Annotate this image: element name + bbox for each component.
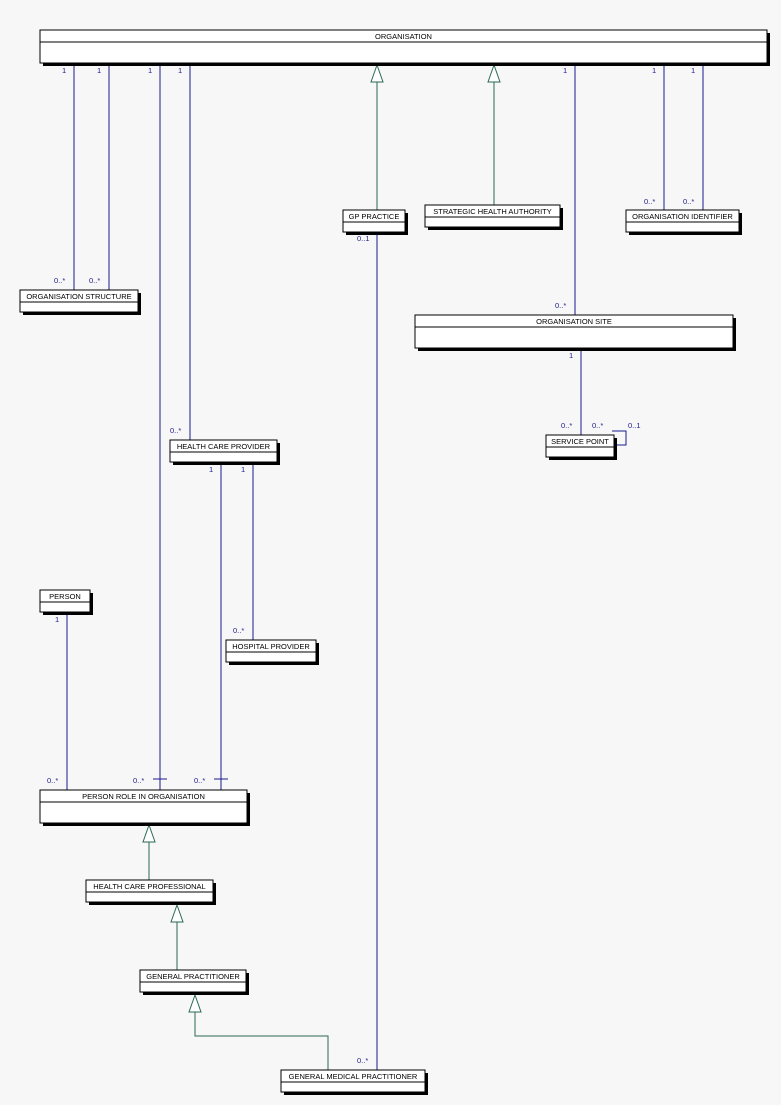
mult-prio-org-many: 0..*	[133, 776, 144, 785]
generalisations	[142, 63, 501, 1070]
mult-org-ident-a-one: 1	[652, 66, 656, 75]
gen-gmp-line	[194, 1012, 329, 1070]
gen-general-practitioner-arrow	[170, 903, 184, 923]
assoc-service-point-self	[612, 430, 627, 446]
class-person-role-in-organisation-name: PERSON ROLE IN ORGANISATION	[82, 792, 205, 801]
class-organisation-name: ORGANISATION	[375, 32, 432, 41]
mult-org-struct-a-one: 1	[62, 66, 66, 75]
class-organisation[interactable]: ORGANISATION	[39, 29, 770, 66]
mult-org-hcp-one: 1	[178, 66, 182, 75]
class-strategic-health-authority[interactable]: STRATEGIC HEALTH AUTHORITY	[424, 204, 563, 230]
class-organisation-structure-name: ORGANISATION STRUCTURE	[26, 292, 131, 301]
mult-org-ident-a-many: 0..*	[644, 197, 655, 206]
class-person-name: PERSON	[49, 592, 81, 601]
class-organisation-identifier-name: ORGANISATION IDENTIFIER	[632, 212, 733, 221]
gen-hc-professional-arrow	[142, 823, 156, 843]
class-person-role-in-organisation[interactable]: PERSON ROLE IN ORGANISATION	[39, 789, 250, 826]
mult-org-struct-b-one: 1	[97, 66, 101, 75]
mult-person-one: 1	[55, 615, 59, 624]
mult-gp-practice-opt: 0..1	[357, 234, 370, 243]
mult-site-sp-many: 0..*	[561, 421, 572, 430]
mult-org-struct-b-many: 0..*	[89, 276, 100, 285]
class-hospital-provider[interactable]: HOSPITAL PROVIDER	[225, 639, 319, 665]
class-health-care-provider-name: HEALTH CARE PROVIDER	[177, 442, 271, 451]
mult-sp-self-opt: 0..1	[628, 421, 641, 430]
gen-sha-arrow	[487, 63, 501, 83]
gen-gp-practice-arrow	[370, 63, 384, 83]
class-organisation-identifier[interactable]: ORGANISATION IDENTIFIER	[625, 209, 742, 235]
gen-gmp-arrow	[188, 993, 202, 1013]
class-gp-practice[interactable]: GP PRACTICE	[342, 209, 408, 235]
mult-gmp-many: 0..*	[357, 1056, 368, 1065]
mult-org-prio-one: 1	[148, 66, 152, 75]
mult-org-ident-b-one: 1	[691, 66, 695, 75]
mult-hcp-prio-one: 1	[209, 465, 213, 474]
mult-prio-person-many: 0..*	[47, 776, 58, 785]
mult-org-site-many: 0..*	[555, 301, 566, 310]
mult-hosp-many: 0..*	[233, 626, 244, 635]
mult-prio-hcp-many: 0..*	[194, 776, 205, 785]
class-general-practitioner[interactable]: GENERAL PRACTITIONER	[139, 969, 249, 995]
associations	[66, 64, 704, 1070]
mult-org-site-one: 1	[563, 66, 567, 75]
class-general-medical-practitioner-name: GENERAL MEDICAL PRACTITIONER	[289, 1072, 418, 1081]
mult-sp-self-many: 0..*	[592, 421, 603, 430]
class-gp-practice-name: GP PRACTICE	[349, 212, 400, 221]
class-organisation-structure[interactable]: ORGANISATION STRUCTURE	[19, 289, 141, 315]
class-health-care-provider[interactable]: HEALTH CARE PROVIDER	[169, 439, 280, 465]
class-service-point[interactable]: SERVICE POINT	[545, 434, 617, 460]
class-general-practitioner-name: GENERAL PRACTITIONER	[146, 972, 240, 981]
class-health-care-professional-name: HEALTH CARE PROFESSIONAL	[93, 882, 205, 891]
class-person[interactable]: PERSON	[39, 589, 93, 615]
class-organisation-site[interactable]: ORGANISATION SITE	[414, 314, 736, 351]
class-strategic-health-authority-name: STRATEGIC HEALTH AUTHORITY	[433, 207, 551, 216]
class-hospital-provider-name: HOSPITAL PROVIDER	[232, 642, 310, 651]
mult-site-sp-one: 1	[569, 351, 573, 360]
class-health-care-professional[interactable]: HEALTH CARE PROFESSIONAL	[85, 879, 216, 905]
multiplicity-labels: 1 1 1 1 1 1 1 0..* 0..* 0..* 0..* 0..1 0…	[47, 66, 695, 1065]
class-service-point-name: SERVICE POINT	[551, 437, 609, 446]
class-general-medical-practitioner[interactable]: GENERAL MEDICAL PRACTITIONER	[280, 1069, 428, 1095]
class-organisation-site-name: ORGANISATION SITE	[536, 317, 612, 326]
mult-hcp-hosp-one: 1	[241, 465, 245, 474]
mult-org-struct-a-many: 0..*	[54, 276, 65, 285]
mult-hcp-many: 0..*	[170, 426, 181, 435]
mult-org-ident-b-many: 0..*	[683, 197, 694, 206]
